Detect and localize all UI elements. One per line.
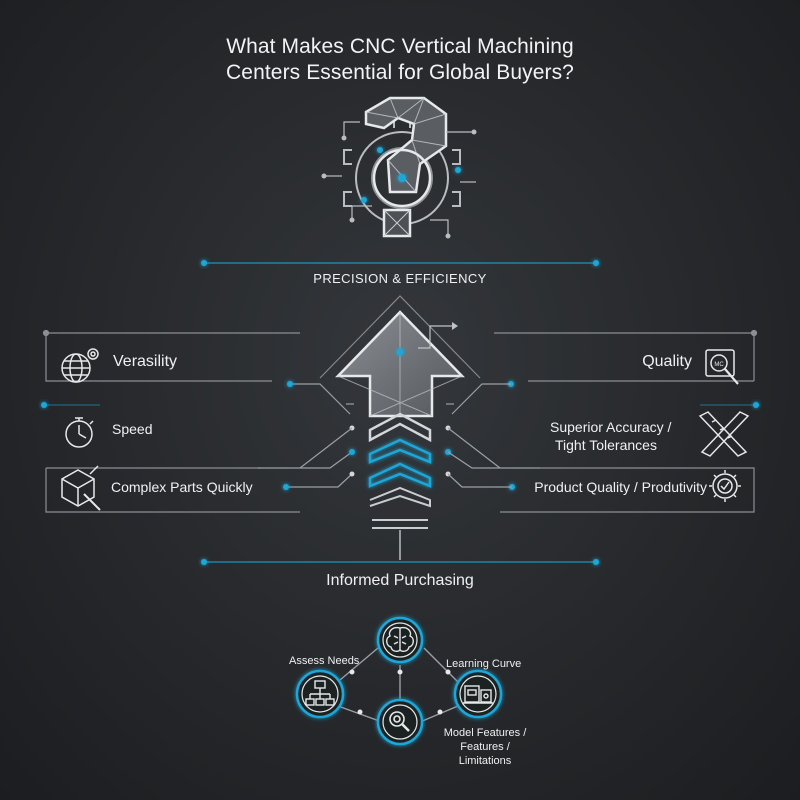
feature-complex-parts-label: Complex Parts Quickly	[111, 479, 253, 495]
feature-product-quality-label: Product Quality / Produtivity	[534, 479, 707, 495]
cube-tool-icon	[61, 465, 101, 511]
svg-text:MC: MC	[714, 362, 724, 368]
node-model-features-label-line2: Features /	[460, 741, 510, 753]
right-feature-frame	[494, 329, 758, 513]
page-title-line2: Centers Essential for Global Buyers?	[226, 61, 574, 84]
org-chart-icon	[305, 680, 335, 706]
node-assess-needs-label: Assess Needs	[289, 655, 360, 667]
machine-icon	[463, 685, 493, 704]
divider-precision	[201, 260, 599, 266]
section-precision-efficiency: PRECISION & EFFICIENCY	[313, 271, 487, 286]
inspection-icon	[705, 349, 739, 385]
node-model-features-label-line3: Limitations	[458, 755, 512, 767]
question-gear-icon	[321, 96, 477, 239]
feature-speed-label: Speed	[112, 421, 153, 437]
brain-node	[376, 616, 424, 664]
right-connectors	[446, 383, 540, 488]
feature-versatility-label: Verasility	[113, 353, 178, 370]
model-features-node	[376, 698, 424, 746]
brain-icon	[386, 626, 414, 652]
node-learning-curve-label: Learning Curve	[446, 658, 522, 670]
left-connectors	[258, 383, 354, 488]
divider-informed	[201, 559, 599, 565]
node-model-features-label-line1: Model Features /	[443, 727, 527, 739]
magnifier-icon	[389, 711, 410, 732]
section-informed-purchasing: Informed Purchasing	[326, 572, 474, 589]
left-feature-frame	[42, 329, 300, 513]
feature-accuracy-label-line1: Superior Accuracy /	[550, 419, 672, 435]
precision-arrow-icon	[319, 295, 481, 560]
stopwatch-icon	[65, 417, 94, 448]
feature-accuracy-label-line2: Tight Tolerances	[555, 437, 657, 453]
crossed-rulers-icon	[698, 411, 750, 457]
page-title-line1: What Makes CNC Vertical Machining	[226, 35, 574, 58]
learning-curve-node	[453, 669, 503, 719]
gear-check-icon	[709, 470, 741, 502]
globe-gear-icon	[61, 348, 99, 383]
feature-quality-label: Quality	[642, 353, 692, 370]
assess-needs-node	[295, 669, 345, 719]
